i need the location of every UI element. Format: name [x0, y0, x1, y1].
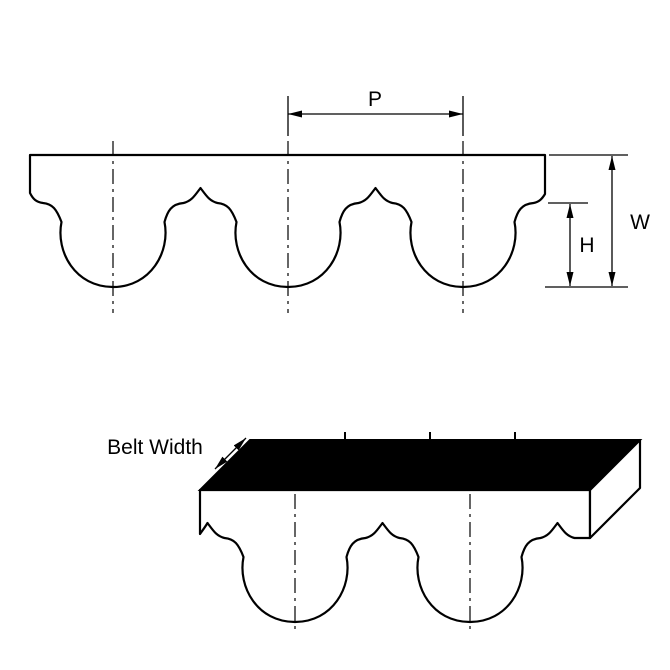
belt-3d-front-face	[198, 488, 592, 624]
belt-profile-view: P W H	[28, 88, 650, 313]
belt-width-arrow	[214, 437, 247, 470]
overall-height-dimension: W	[545, 154, 650, 288]
belt-width-label: Belt Width	[107, 436, 203, 459]
tooth-height-label: H	[579, 234, 594, 257]
pitch-label: P	[368, 88, 382, 111]
tooth-height-dimension: H	[548, 202, 595, 286]
pitch-dimension: P	[287, 88, 464, 136]
belt-width-annotation: Belt Width	[107, 436, 247, 470]
belt-3d-view: Belt Width	[107, 432, 643, 634]
overall-height-label: W	[630, 211, 650, 234]
belt-3d-top-face	[197, 439, 643, 491]
